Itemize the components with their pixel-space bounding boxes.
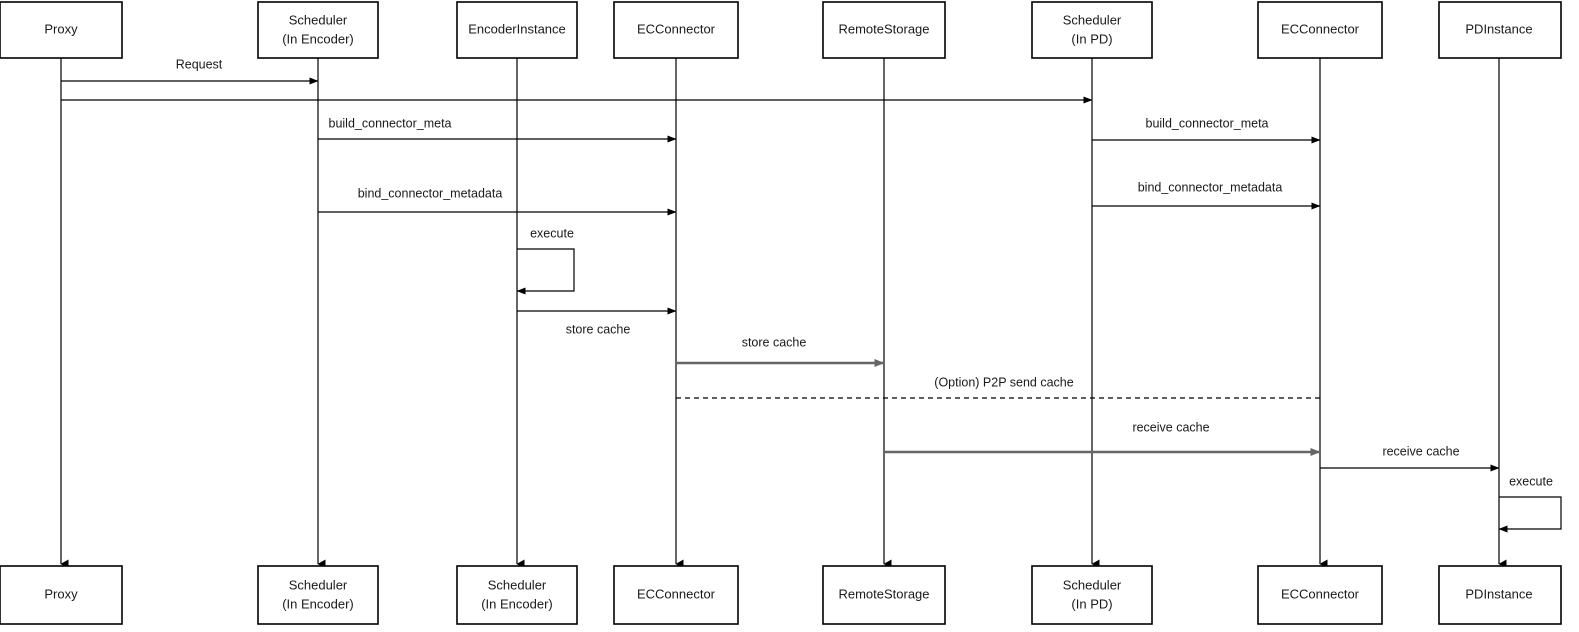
self-message-label: execute <box>530 226 574 240</box>
message-m1[interactable]: Request <box>61 57 319 85</box>
participant-top-box-enc_inst[interactable]: EncoderInstance <box>456 1 578 59</box>
message-label: bind_connector_metadata <box>358 186 503 200</box>
participant-label-primary: Scheduler <box>488 577 547 592</box>
message-label: Request <box>176 57 223 71</box>
self-messages-layer: execute execute <box>516 226 1562 533</box>
participant-label-primary: Proxy <box>44 21 78 36</box>
self-message-path <box>516 248 575 295</box>
participant-top-box-proxy[interactable]: Proxy <box>0 1 123 59</box>
participant-box-frame <box>613 1 739 59</box>
participant-label-primary: RemoteStorage <box>838 586 929 601</box>
participant-top-box-pd_inst[interactable]: PDInstance <box>1438 1 1562 59</box>
participant-bottom-box-pd_inst[interactable]: PDInstance <box>1438 565 1562 625</box>
participant-top-box-ec_conn_right[interactable]: ECConnector <box>1257 1 1383 59</box>
participant-bottom-box-proxy[interactable]: Proxy <box>0 565 123 625</box>
participant-box-frame <box>1257 1 1383 59</box>
participant-label-primary: EncoderInstance <box>468 21 566 36</box>
participant-box-frame <box>456 1 578 59</box>
participant-label-primary: PDInstance <box>1465 21 1532 36</box>
participant-box-frame <box>1438 565 1562 625</box>
self-message-s2[interactable]: execute <box>1498 474 1562 533</box>
message-label: build_connector_meta <box>329 116 452 130</box>
message-label: bind_connector_metadata <box>1138 180 1283 194</box>
message-m11[interactable]: receive cache <box>1320 444 1500 472</box>
participant-label-primary: Proxy <box>44 586 78 601</box>
participant-box-frame <box>0 1 123 59</box>
participant-bottom-box-enc_inst[interactable]: Scheduler (In Encoder) <box>456 565 578 625</box>
participant-label-primary: ECConnector <box>1281 586 1360 601</box>
message-label: receive cache <box>1382 444 1459 458</box>
participant-box-frame <box>257 1 379 59</box>
participant-top-box-sched_enc[interactable]: Scheduler (In Encoder) <box>257 1 379 59</box>
participant-bottom-box-remote_store[interactable]: RemoteStorage <box>822 565 946 625</box>
participant-box-frame <box>1031 565 1153 625</box>
participant-label-primary: ECConnector <box>637 586 716 601</box>
participant-label-primary: RemoteStorage <box>838 21 929 36</box>
participant-label-primary: PDInstance <box>1465 586 1532 601</box>
message-label: build_connector_meta <box>1146 116 1269 130</box>
participant-label-primary: Scheduler <box>1063 577 1122 592</box>
participant-bottom-box-ec_conn_right[interactable]: ECConnector <box>1257 565 1383 625</box>
lifelines-layer <box>60 58 1507 569</box>
participant-label-primary: Scheduler <box>1063 12 1122 27</box>
message-label: receive cache <box>1132 420 1209 434</box>
participant-top-box-remote_store[interactable]: RemoteStorage <box>822 1 946 59</box>
participant-label-primary: ECConnector <box>637 21 716 36</box>
participant-label-primary: Scheduler <box>289 577 348 592</box>
participant-box-frame <box>0 565 123 625</box>
participant-label-secondary: (In PD) <box>1071 31 1112 46</box>
participant-bottom-box-sched_enc[interactable]: Scheduler (In Encoder) <box>257 565 379 625</box>
message-m7[interactable]: store cache <box>517 307 677 336</box>
participant-box-frame <box>1438 1 1562 59</box>
messages-layer: Request build_connector_meta build_connect… <box>61 57 1500 472</box>
participant-box-frame <box>456 565 578 625</box>
message-m10[interactable]: receive cache <box>884 420 1321 456</box>
participant-bottom-box-sched_pd[interactable]: Scheduler (In PD) <box>1031 565 1153 625</box>
message-m9[interactable]: (Option) P2P send cache <box>676 375 1320 399</box>
participant-top-boxes: Proxy Scheduler (In Encoder) EncoderInstanc… <box>0 1 1562 59</box>
participant-label-secondary: (In Encoder) <box>282 596 354 611</box>
participant-top-box-ec_conn_left[interactable]: ECConnector <box>613 1 739 59</box>
message-m3[interactable]: build_connector_meta <box>318 116 677 143</box>
participant-box-frame <box>1031 1 1153 59</box>
self-message-label: execute <box>1509 474 1553 488</box>
participant-box-frame <box>822 565 946 625</box>
participant-label-secondary: (In Encoder) <box>481 596 553 611</box>
message-m6[interactable]: bind_connector_metadata <box>1092 180 1321 210</box>
self-message-path <box>1498 496 1562 533</box>
message-m5[interactable]: bind_connector_metadata <box>318 186 677 216</box>
participant-label-secondary: (In Encoder) <box>282 31 354 46</box>
participant-bottom-box-ec_conn_left[interactable]: ECConnector <box>613 565 739 625</box>
participant-box-frame <box>613 565 739 625</box>
participant-box-frame <box>1257 565 1383 625</box>
participant-box-frame <box>257 565 379 625</box>
participant-top-box-sched_pd[interactable]: Scheduler (In PD) <box>1031 1 1153 59</box>
message-m4[interactable]: build_connector_meta <box>1092 116 1321 144</box>
message-m8[interactable]: store cache <box>676 335 885 367</box>
participant-label-primary: Scheduler <box>289 12 348 27</box>
participant-box-frame <box>822 1 946 59</box>
message-label: store cache <box>742 335 807 349</box>
self-message-s1[interactable]: execute <box>516 226 575 295</box>
participant-bottom-boxes: Proxy Scheduler (In Encoder) Scheduler (In E… <box>0 565 1562 625</box>
participant-label-primary: ECConnector <box>1281 21 1360 36</box>
message-label: store cache <box>566 322 631 336</box>
participant-label-secondary: (In PD) <box>1071 596 1112 611</box>
message-label: (Option) P2P send cache <box>934 375 1073 389</box>
